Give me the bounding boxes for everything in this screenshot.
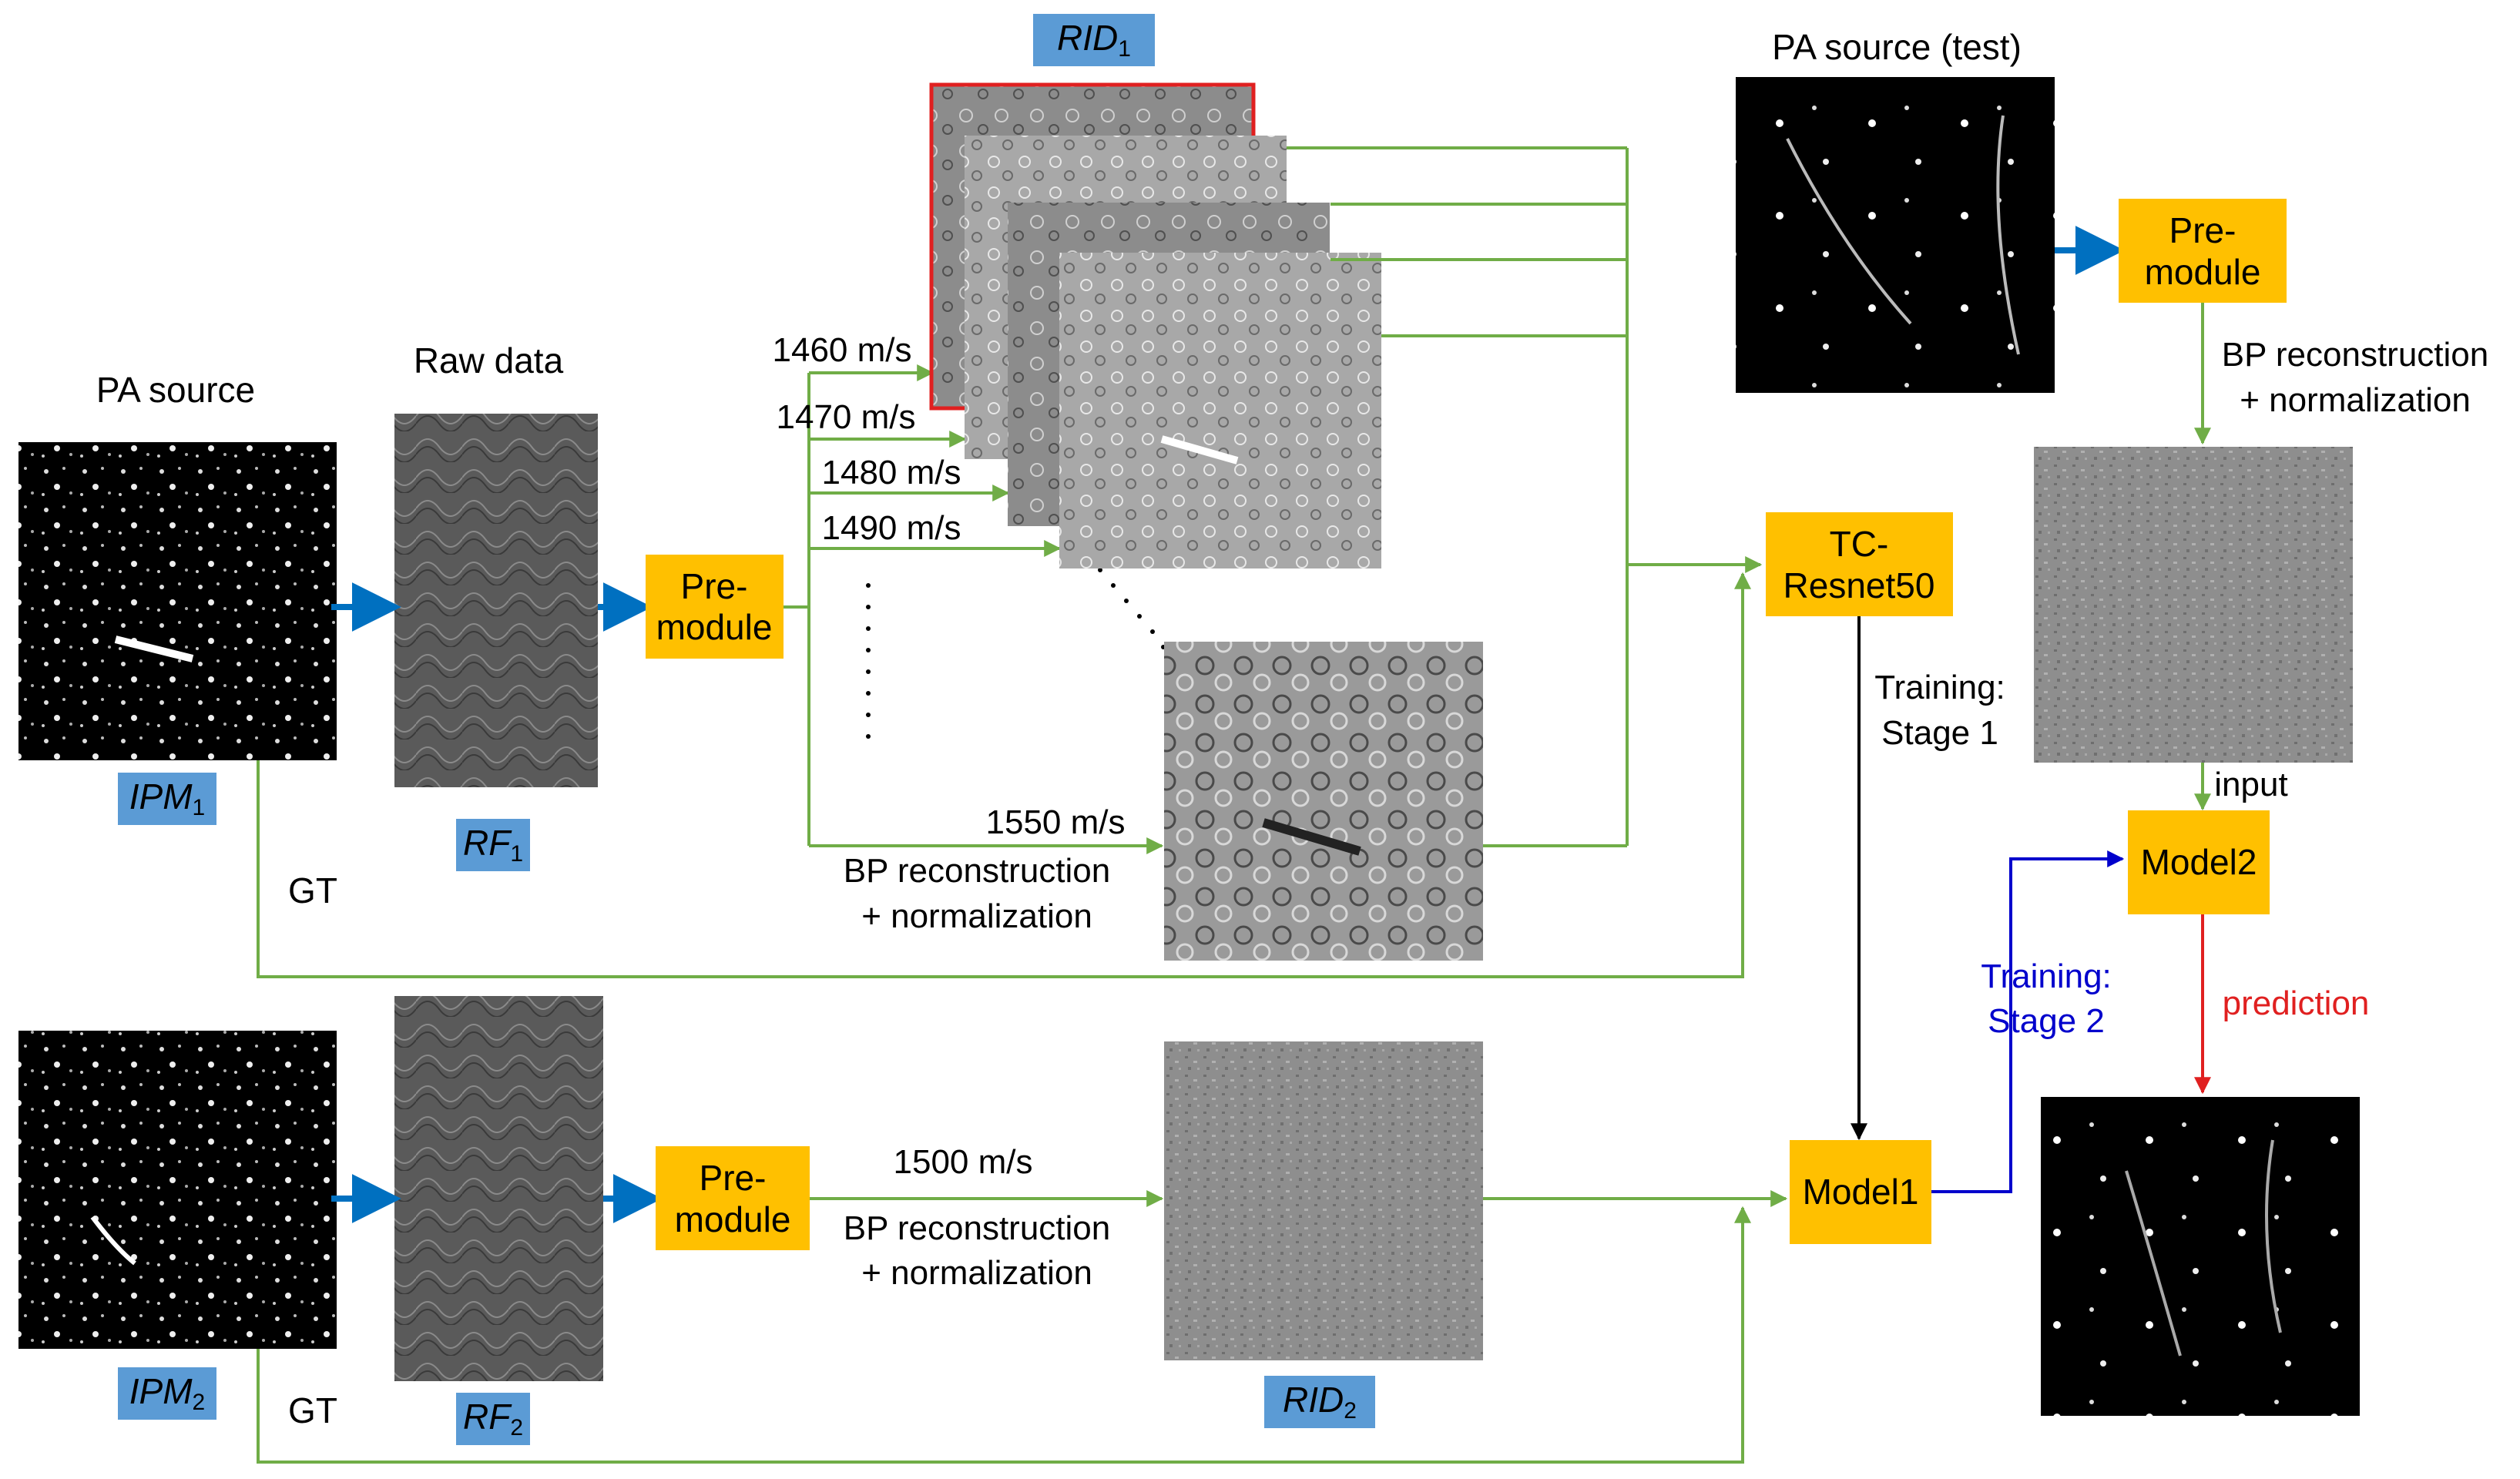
gt-label-top: GT [288,870,337,911]
pa-source-rod-1 [114,636,194,662]
premodule-box-test [2119,199,2287,303]
ipm1-tag [118,773,216,825]
rid1-image-1550 [1164,642,1483,961]
stage2-label-line2: Stage 2 [1988,1002,2105,1040]
bp-label-bottom-line1: BP reconstruction [844,1209,1110,1247]
rid1-tag [1033,14,1155,66]
rf2-tag [456,1393,530,1445]
raw-data-label: Raw data [414,340,564,381]
premodule-bottom-line2: module [675,1199,791,1239]
model2-label: Model2 [2141,842,2257,882]
test-image-filament-2 [1996,115,2020,355]
test-image-filament-1 [1786,138,1912,325]
bp-label-test-line1: BP reconstruction [2222,336,2488,374]
input-label: input [2214,766,2287,803]
rf2-tag-text: RF2 [463,1397,523,1440]
pa-source-image-2 [18,1031,337,1349]
ipm2-tag-text: IPM2 [129,1371,205,1415]
speed-label-1480: 1480 m/s [822,454,961,491]
stage1-label-line2: Stage 1 [1881,714,1998,752]
rid2-tag [1264,1376,1375,1428]
pa-source-image-1 [18,442,337,760]
rid2-tag-text: RID2 [1283,1380,1357,1424]
rid1-rod-1550 [1262,818,1361,856]
tc-resnet50-line2: Resnet50 [1783,565,1935,605]
speed-label-1550: 1550 m/s [986,803,1126,841]
tc-resnet50-line1: TC- [1830,524,1889,564]
speed-label-1460: 1460 m/s [773,331,912,369]
rf1-tag [456,819,530,871]
bp-label-test-line2: + normalization [2240,381,2471,419]
ellipsis-diagonal [1098,568,1166,649]
bp-label-bottom-line2: + normalization [861,1254,1092,1292]
gt-path-bottom [257,1206,1751,1464]
rid1-image-1490 [1059,253,1381,568]
prediction-filament-2 [2265,1139,2282,1333]
gt-path-top [257,572,1751,978]
premodule-top-line2: module [656,607,773,647]
rf1-tag-text: RF1 [463,823,523,867]
speed-label-1490: 1490 m/s [822,509,961,547]
premodule-box-bottom [656,1146,810,1250]
premodule-box-top [646,555,784,659]
raw-data-image-2 [394,996,603,1381]
model2-box [2128,810,2270,914]
prediction-filament-1 [2125,1170,2182,1357]
ipm2-tag [118,1367,216,1420]
pa-source-curve-2 [90,1216,136,1266]
prediction-image [2041,1097,2360,1416]
rid2-image [1164,1041,1483,1360]
rid1-tag-text: RID1 [1057,18,1131,62]
model1-label: Model1 [1803,1172,1919,1212]
premodule-test-line2: module [2145,252,2261,292]
speed-label-1470: 1470 m/s [777,398,916,436]
ipm1-tag-text: IPM1 [129,776,205,820]
premodule-top-line1: Pre- [681,566,748,606]
pa-source-label: PA source [96,370,255,410]
test-reconstruction-image [2034,447,2353,763]
rid1-rod-1490 [1160,435,1239,464]
bp-label-top-line2: + normalization [861,897,1092,935]
premodule-bottom-line1: Pre- [700,1158,767,1198]
prediction-label: prediction [2223,984,2370,1022]
bp-label-top-line1: BP reconstruction [844,852,1110,890]
tc-resnet50-box [1766,512,1953,616]
gt-label-bottom: GT [288,1390,337,1430]
premodule-test-line1: Pre- [2169,210,2236,250]
speed-label-1500: 1500 m/s [894,1143,1033,1181]
arrow-stage2 [1931,850,2125,1193]
ellipsis-vertical [866,583,871,739]
pa-source-test-label: PA source (test) [1772,27,2022,67]
stage1-label-line1: Training: [1874,669,2005,706]
pa-source-test-image [1736,77,2055,393]
model1-box [1790,1140,1931,1244]
stage2-label-line1: Training: [1981,957,2112,995]
raw-data-image-1 [394,414,598,787]
